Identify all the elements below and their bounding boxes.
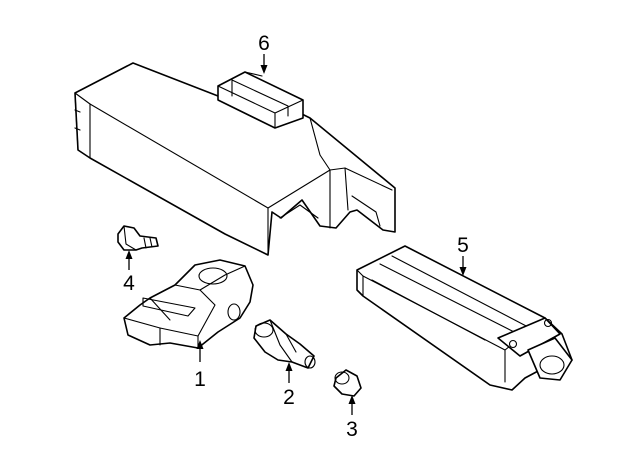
leader-4 <box>125 250 133 270</box>
part-3-cap <box>333 369 362 397</box>
leader-3 <box>348 395 356 415</box>
callout-6: 6 <box>258 32 270 55</box>
part-5-module <box>356 245 573 391</box>
part-6-cover <box>74 62 396 256</box>
callout-5: 5 <box>457 234 469 257</box>
callout-1: 1 <box>194 368 206 391</box>
callout-2: 2 <box>283 386 295 409</box>
callout-4: 4 <box>123 272 135 295</box>
part-4-screw <box>117 225 159 251</box>
leader-2 <box>285 362 293 383</box>
part-1-sensor <box>123 259 254 349</box>
part-2-valve <box>253 319 316 369</box>
callout-3: 3 <box>346 418 358 441</box>
leader-5 <box>459 256 467 276</box>
leader-1 <box>196 340 204 362</box>
leader-6 <box>260 54 268 74</box>
